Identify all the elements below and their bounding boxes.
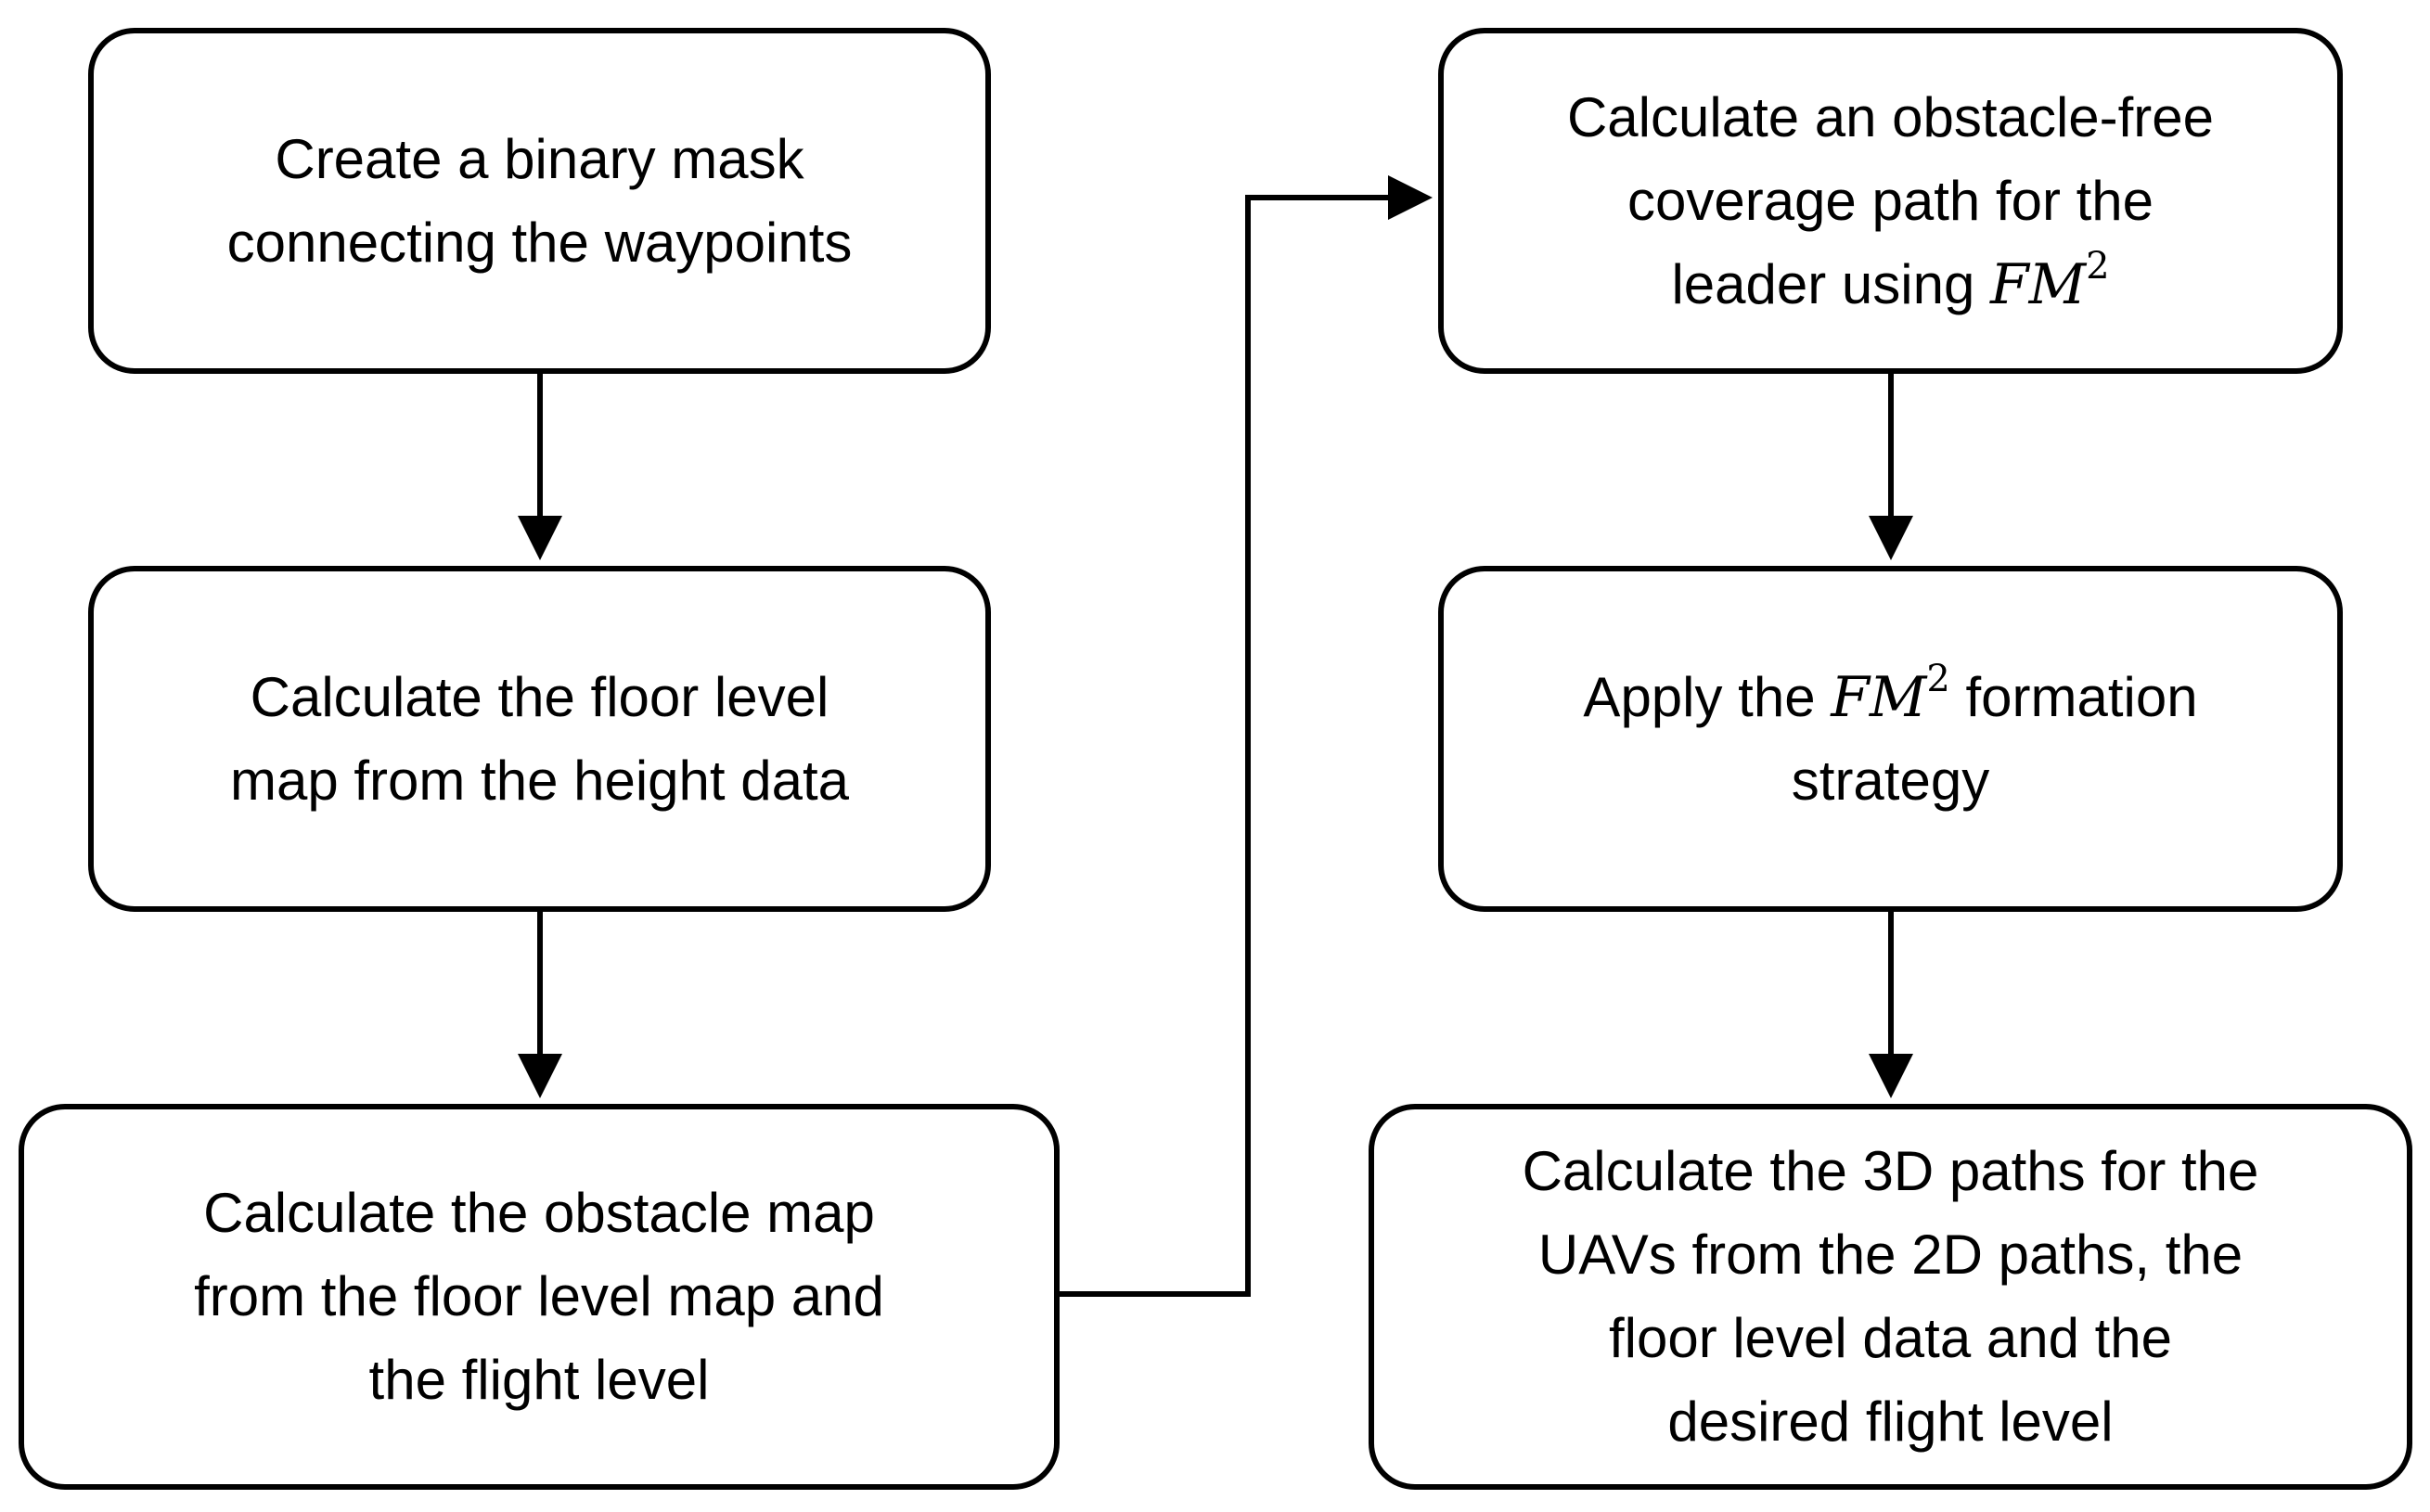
step-text-line: Calculate the obstacle map — [203, 1182, 875, 1244]
step-floor-level: Calculate the floor level map from the h… — [88, 566, 991, 912]
formula-base: FM — [1990, 251, 2087, 317]
step-formation-text: Apply the FM2 formation strategy — [1583, 656, 2197, 823]
step-text-line: from the floor level map and — [194, 1265, 884, 1327]
step-coverage-path: Calculate an obstacle-free coverage path… — [1438, 28, 2343, 374]
step-text-suffix: formation — [1949, 665, 2198, 728]
step-text-line: floor level data and the — [1608, 1307, 2173, 1369]
step-text-line: Apply the FM2 formation — [1583, 656, 2197, 739]
step-text-line: coverage path for the — [1626, 169, 2154, 232]
step-text-line: Create a binary mask — [275, 127, 804, 190]
step-text-line: strategy — [1791, 749, 1990, 812]
step-text-line: desired flight level — [1667, 1390, 2114, 1453]
step-text-line: UAVs from the 2D paths, the — [1537, 1224, 2244, 1286]
step-text-prefix: leader using — [1671, 252, 1991, 315]
step-3d-paths: Calculate the 3D paths for the UAVs from… — [1369, 1104, 2412, 1490]
step-text-line: the flight level — [368, 1349, 710, 1411]
step-text-line: Calculate the floor level — [250, 665, 829, 728]
step-3d-paths-text: Calculate the 3D paths for the UAVs from… — [1523, 1130, 2259, 1464]
step-text-line: Calculate the 3D paths for the — [1522, 1140, 2259, 1202]
step-obstacle-map-text: Calculate the obstacle map from the floo… — [194, 1172, 884, 1422]
step-text-line: leader using FM2 — [1567, 243, 2214, 327]
step-binary-mask: Create a binary mask connecting the wayp… — [88, 28, 991, 374]
step-text-line: map from the height data — [229, 749, 850, 812]
step-text-prefix: Apply the — [1583, 665, 1832, 728]
arrow-obstacle-to-coverage — [1060, 175, 1433, 1297]
formula-exponent: 2 — [1926, 657, 1950, 700]
fm2-formula: FM2 — [1990, 248, 2110, 317]
step-coverage-path-text: Calculate an obstacle-free coverage path… — [1567, 76, 2214, 327]
step-text-line: connecting the waypoints — [226, 211, 853, 274]
formula-exponent: 2 — [2086, 244, 2110, 288]
step-binary-mask-text: Create a binary mask connecting the wayp… — [227, 118, 853, 285]
step-formation: Apply the FM2 formation strategy — [1438, 566, 2343, 912]
step-obstacle-map: Calculate the obstacle map from the floo… — [19, 1104, 1060, 1490]
step-floor-level-text: Calculate the floor level map from the h… — [230, 656, 849, 823]
step-text-line: Calculate an obstacle-free — [1566, 85, 2215, 148]
fm2-formula: FM2 — [1831, 660, 1950, 730]
formula-base: FM — [1831, 664, 1927, 730]
